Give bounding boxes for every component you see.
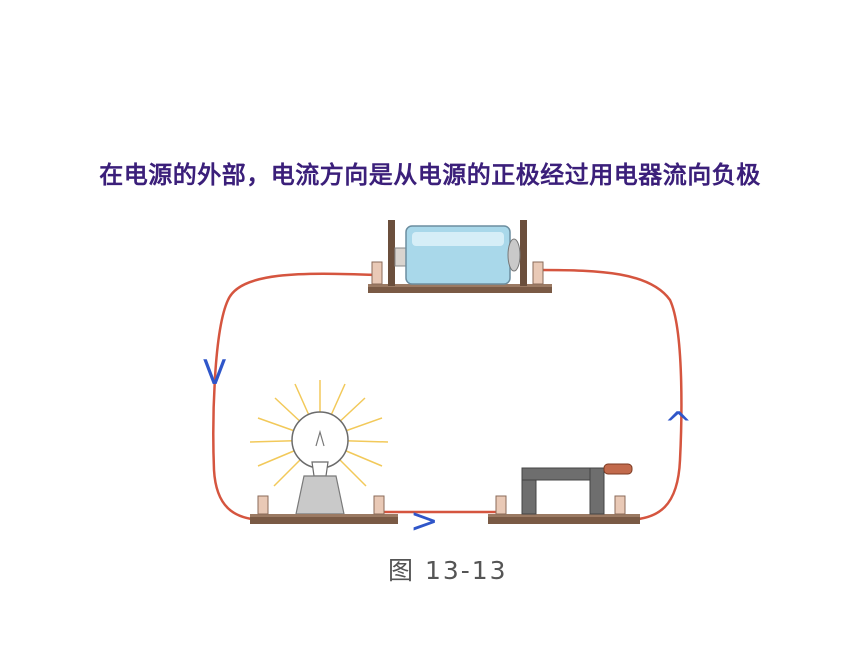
figure-caption: 图 13-13 — [388, 556, 508, 585]
headline: 在电源的外部，电流方向是从电源的正极经过用电器流向负极 — [99, 161, 761, 189]
current-arrow-bottom: > — [410, 501, 439, 541]
light-bulb-icon — [249, 380, 398, 524]
switch-icon — [488, 463, 640, 524]
current-arrow-right: ^ — [664, 405, 693, 445]
battery-icon — [368, 220, 552, 293]
current-arrow-left: V — [203, 353, 227, 393]
wire-left — [212, 272, 378, 522]
wire-right — [539, 268, 683, 522]
